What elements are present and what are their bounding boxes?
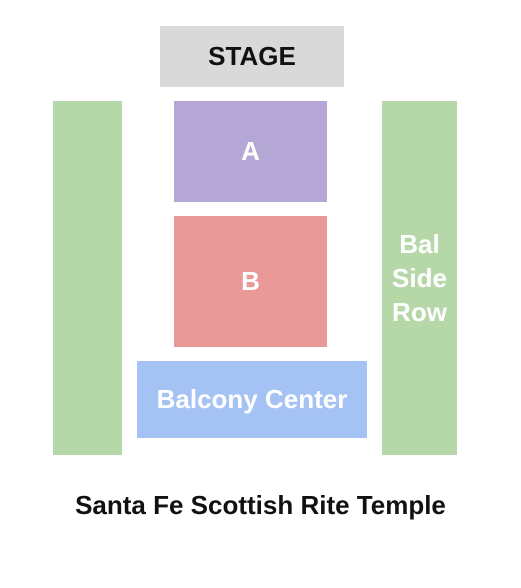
section-balcony-side-right-label: Bal Side Row <box>392 229 447 327</box>
section-b[interactable]: B <box>174 216 327 347</box>
venue-title: Santa Fe Scottish Rite Temple <box>75 490 446 520</box>
stage-block: STAGE <box>160 26 344 87</box>
section-balcony-center[interactable]: Balcony Center <box>137 361 367 438</box>
section-balcony-side-right[interactable]: Bal Side Row <box>382 101 457 455</box>
section-balcony-side-left[interactable] <box>53 101 122 455</box>
section-a[interactable]: A <box>174 101 327 202</box>
